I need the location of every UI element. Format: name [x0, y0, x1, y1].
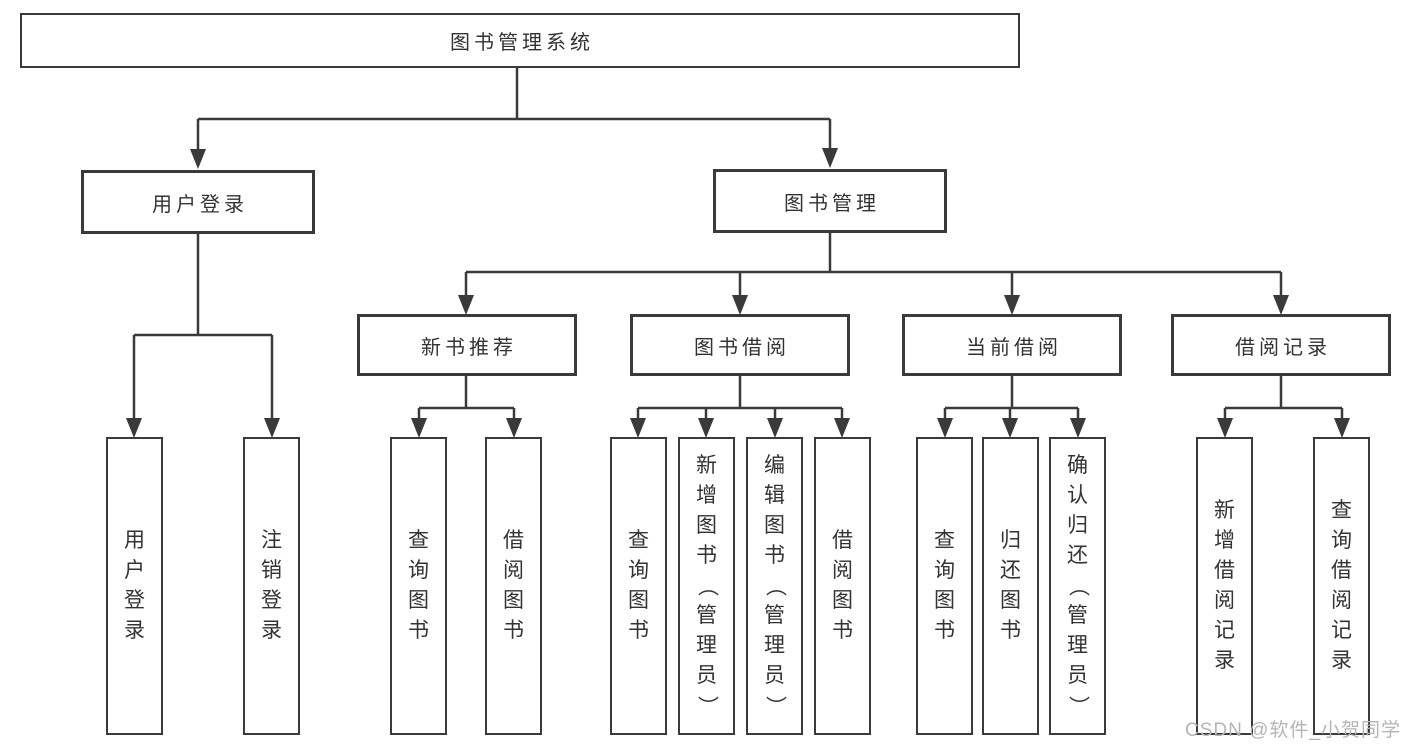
node-new-book-recommend: 新书推荐 — [357, 314, 577, 376]
leaf-user-login: 用户登录 — [106, 437, 163, 735]
node-label: 当前借阅 — [966, 336, 1062, 359]
arrow-down-icon — [767, 418, 783, 438]
leaf-label: 查询图书 — [408, 529, 429, 642]
leaf-add-borrow-record: 新增借阅记录 — [1196, 437, 1253, 735]
arrow-down-icon — [190, 149, 206, 169]
node-label: 新书推荐 — [421, 336, 517, 359]
leaf-borrow-books: 借阅图书 — [814, 437, 871, 735]
edge-bookmgmt-to-level3 — [464, 233, 1283, 297]
leaf-logout: 注销登录 — [243, 437, 300, 735]
leaf-label: 注销登录 — [261, 529, 282, 642]
edge-root-to-level2 — [196, 68, 832, 151]
leaf-label: 确认归还（管理员） — [1066, 454, 1090, 717]
leaf-query-borrow-record: 查询借阅记录 — [1313, 437, 1370, 735]
node-user-login: 用户登录 — [81, 170, 315, 234]
arrow-down-icon — [732, 295, 748, 315]
edge-currentborrow-to-leaves — [943, 376, 1080, 420]
arrow-down-icon — [506, 418, 522, 438]
leaf-label: 查询图书 — [628, 529, 649, 642]
arrow-down-icon — [264, 418, 280, 438]
leaf-label: 借阅图书 — [503, 529, 524, 642]
node-root: 图书管理系统 — [20, 13, 1020, 68]
arrow-down-icon — [1004, 295, 1020, 315]
arrowhead-icons — [126, 148, 1350, 438]
node-label: 图书借阅 — [694, 336, 790, 359]
node-borrow-records: 借阅记录 — [1171, 314, 1391, 376]
node-root-label: 图书管理系统 — [450, 32, 594, 54]
arrow-down-icon — [937, 418, 953, 438]
leaf-confirm-return-admin: 确认归还（管理员） — [1049, 437, 1106, 735]
leaf-edit-books-admin: 编辑图书（管理员） — [746, 437, 803, 735]
edge-borrowrecords-to-leaves — [1223, 376, 1344, 420]
arrow-down-icon — [1217, 418, 1233, 438]
node-label: 用户登录 — [152, 193, 248, 216]
leaf-return-books: 归还图书 — [982, 437, 1039, 735]
leaf-borrow-books-recommend: 借阅图书 — [485, 437, 542, 735]
node-label: 图书管理 — [784, 192, 880, 215]
arrow-down-icon — [1002, 418, 1018, 438]
leaf-label: 归还图书 — [1000, 529, 1021, 642]
arrow-down-icon — [458, 295, 474, 315]
leaf-label: 编辑图书（管理员） — [763, 454, 787, 717]
leaf-query-books-recommend: 查询图书 — [390, 437, 447, 735]
leaf-label: 新增借阅记录 — [1214, 499, 1235, 672]
leaf-query-books-current: 查询图书 — [916, 437, 973, 735]
node-current-borrow: 当前借阅 — [902, 314, 1122, 376]
leaf-query-books-borrow: 查询图书 — [610, 437, 667, 735]
leaf-label: 用户登录 — [124, 529, 145, 642]
node-book-mgmt: 图书管理 — [713, 169, 947, 233]
leaf-label: 查询图书 — [934, 529, 955, 642]
leaf-add-books-admin: 新增图书（管理员） — [678, 437, 735, 735]
connector-lines — [132, 68, 1344, 420]
arrow-down-icon — [411, 418, 427, 438]
node-label: 借阅记录 — [1235, 336, 1331, 359]
edge-userlogin-to-leaves — [132, 234, 274, 420]
arrow-down-icon — [1070, 418, 1086, 438]
watermark: CSDN @软件_小贺同学 — [1185, 720, 1401, 741]
leaf-label: 借阅图书 — [832, 529, 853, 642]
arrow-down-icon — [126, 418, 142, 438]
node-book-borrow: 图书借阅 — [630, 314, 850, 376]
leaf-label: 查询借阅记录 — [1331, 499, 1352, 672]
leaf-label: 新增图书（管理员） — [695, 454, 719, 717]
arrow-down-icon — [1334, 418, 1350, 438]
arrow-down-icon — [630, 418, 646, 438]
edge-newbook-to-leaves — [417, 376, 516, 420]
arrow-down-icon — [834, 418, 850, 438]
arrow-down-icon — [698, 418, 714, 438]
arrow-down-icon — [1273, 295, 1289, 315]
edge-bookborrow-to-leaves — [636, 376, 844, 420]
arrow-down-icon — [822, 148, 838, 168]
